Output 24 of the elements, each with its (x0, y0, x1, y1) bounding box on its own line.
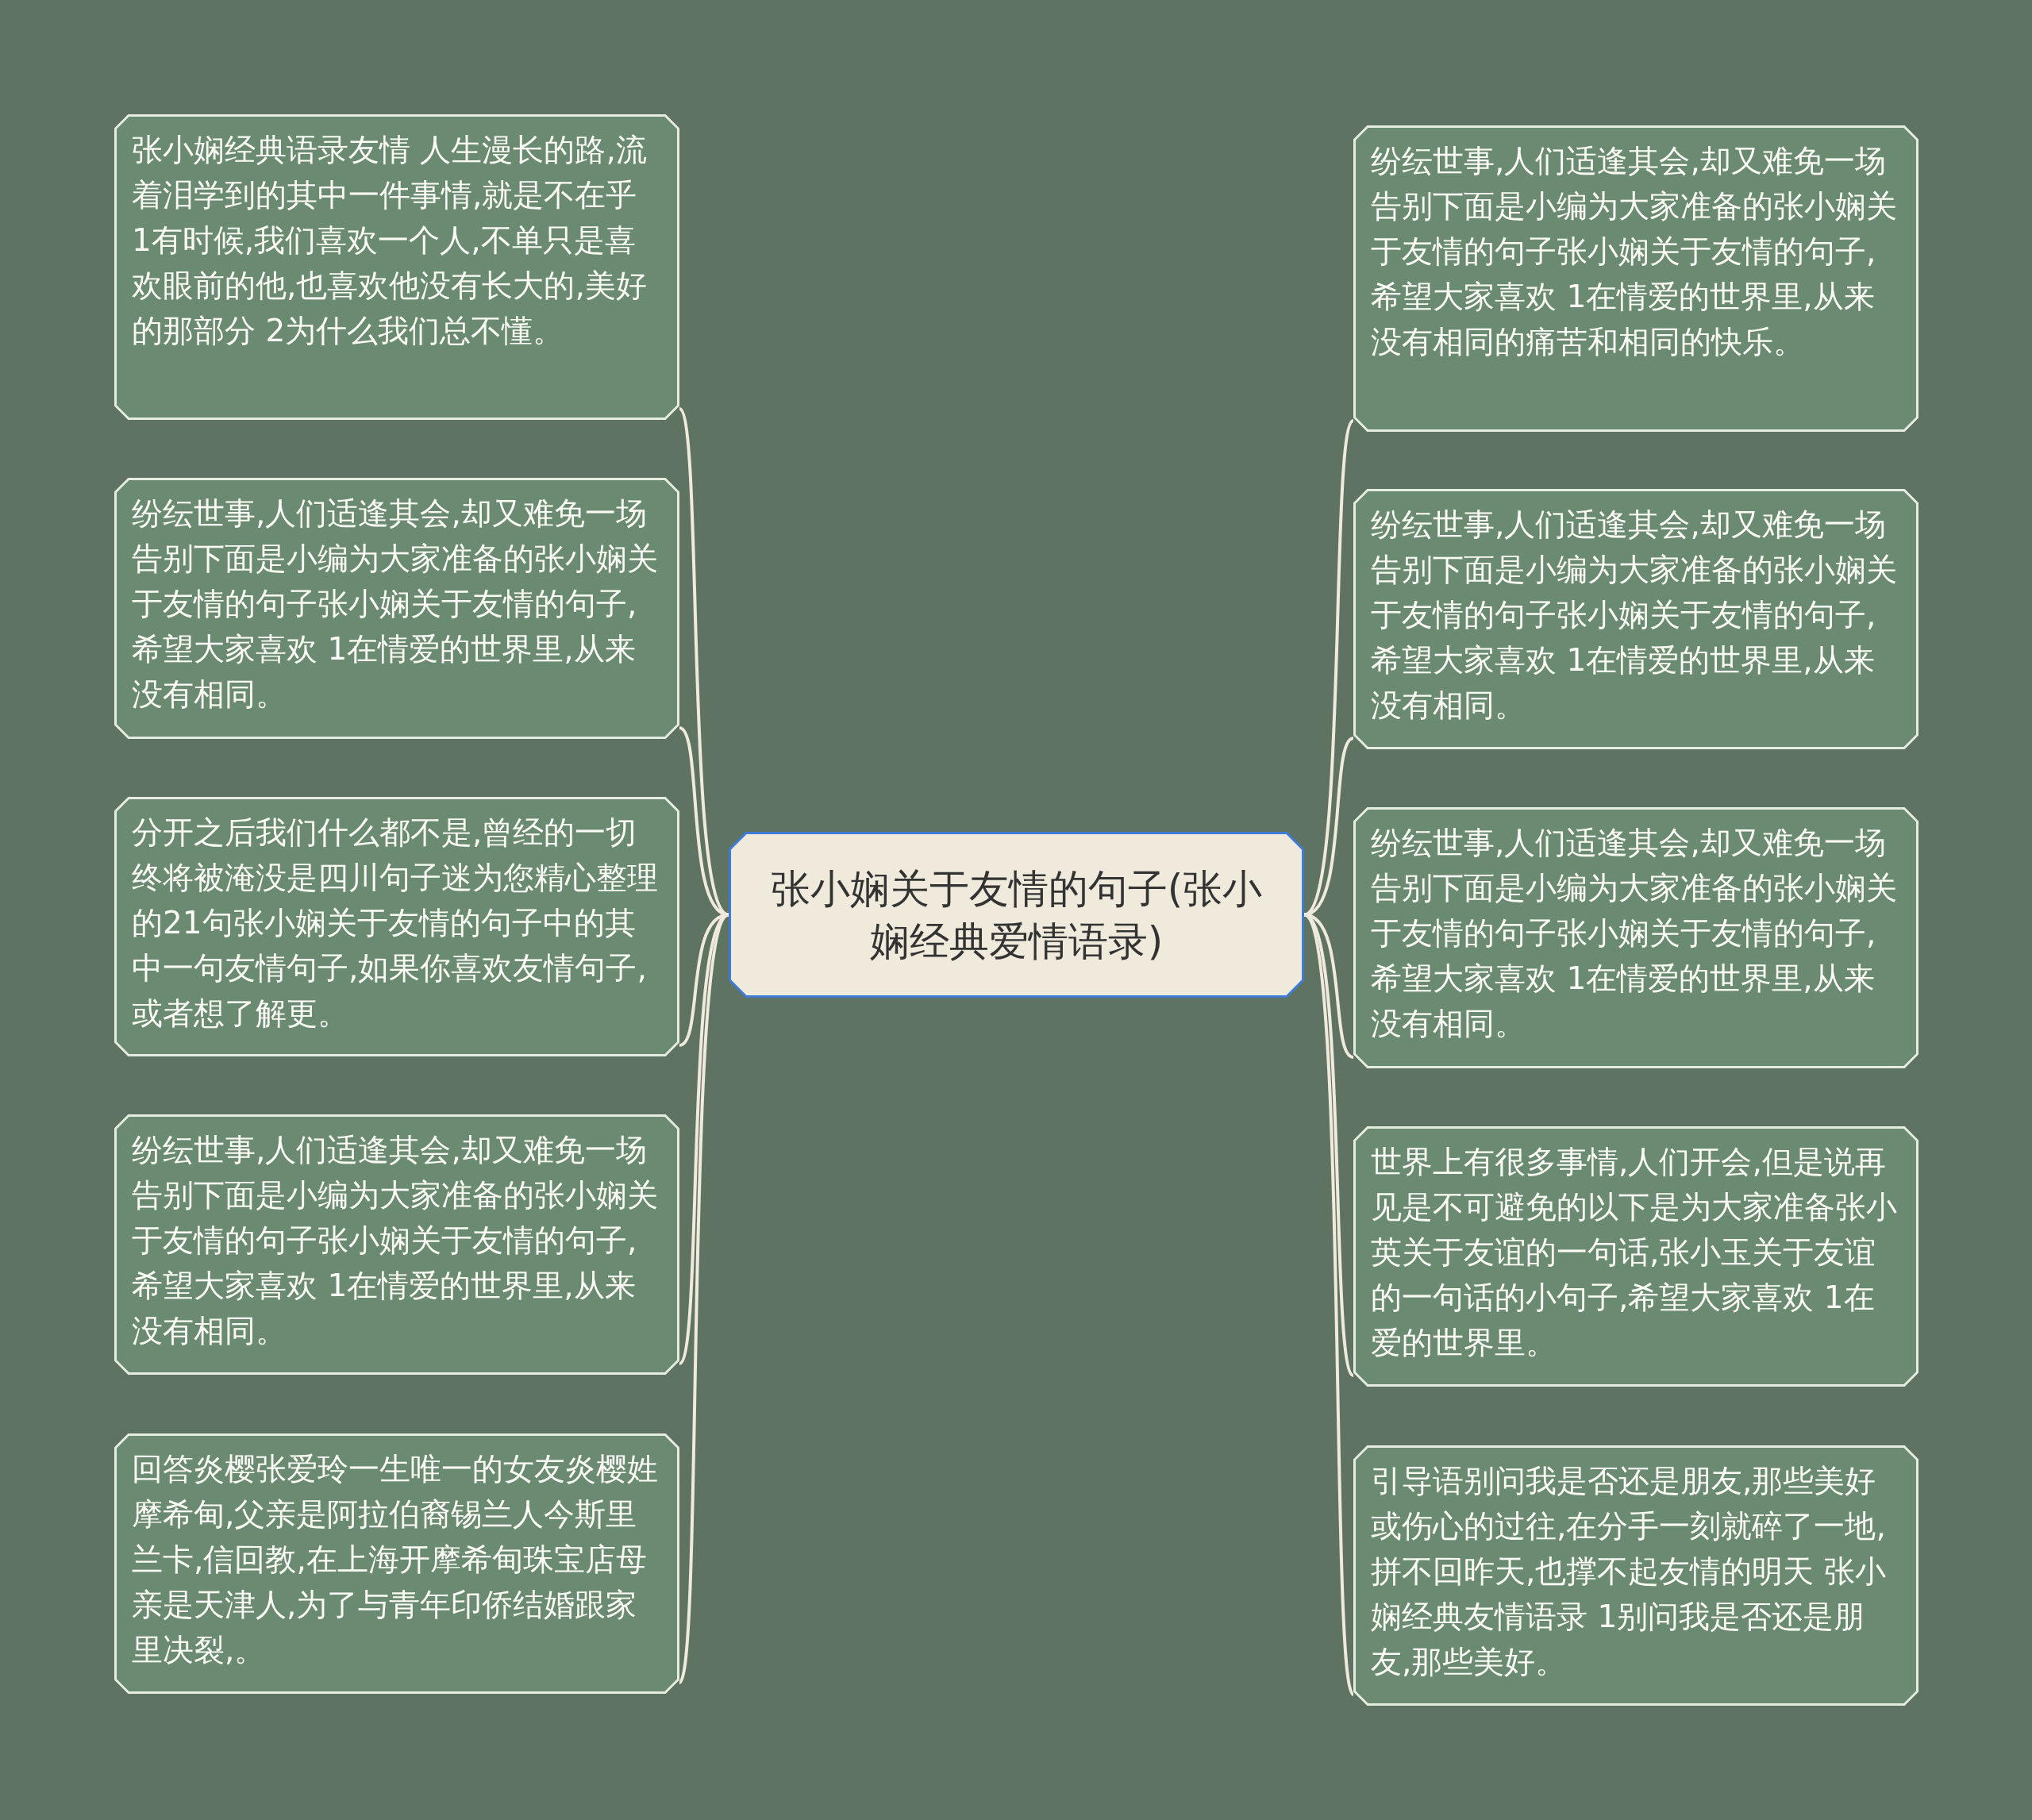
text-box (114, 114, 679, 420)
box-text: 引导语别问我是否还是朋友,那些美好或伤心的过往,在分手一刻就碎了一地,拼不回昨天,也撑不起友情的明天 张小娴经典友情语录 1别问我是否还是朋友,那些美好。 (1370, 1462, 1887, 1681)
box-text: 回答炎樱张爱玲一生唯一的女友炎樱姓摩希甸,父亲是阿拉伯裔锡兰人今斯里兰卡,信回教,在上海开摩希甸珠宝店母亲是天津人,为了与青年印侨结婚跟家里决裂,。 (131, 1450, 659, 1669)
box-text: 纷纭世事,人们适逢其会,却又难免一场告别下面是小编为大家准备的张小娴关于友情的句子张小娴关于友情的句子,希望大家喜欢 1在情爱的世界里,从来没有相同。 (1370, 824, 1898, 1043)
topic-text: 张小娴关于友情的句子(张小娴经典爱情语录) (769, 864, 1264, 966)
box-text: 纷纭世事,人们适逢其会,却又难免一场告别下面是小编为大家准备的张小娴关于友情的句子张小娴关于友情的句子,希望大家喜欢 1在情爱的世界里,从来没有相同。 (131, 1131, 659, 1350)
box-text: 分开之后我们什么都不是,曾经的一切终将被淹没是四川句子迷为您精心整理的21句张小娴关于友情的句子中的其中一句友情句子,如果你喜欢友情句子,或者想了解更。 (131, 814, 659, 1033)
text-box (114, 1433, 679, 1694)
text-box (1353, 807, 1918, 1068)
text-box (1353, 1445, 1918, 1706)
text-box (114, 478, 679, 739)
connector-line (1303, 737, 1355, 917)
text-box (1353, 489, 1918, 749)
box-text: 张小娴经典语录友情 人生漫长的路,流着泪学到的其中一件事情,就是不在乎 1有时候,我们喜欢一个人,不单只是喜欢眼前的他,也喜欢他没有长大的,美好的那部分 2为什么我们总不懂。 (131, 131, 648, 350)
box-text: 纷纭世事,人们适逢其会,却又难免一场告别下面是小编为大家准备的张小娴关于友情的句子张小娴关于友情的句子,希望大家喜欢 1在情爱的世界里,从来没有相同。 (131, 494, 659, 714)
text-box (114, 1114, 679, 1375)
box-text: 世界上有很多事情,人们开会,但是说再见是不可避免的以下是为大家准备张小英关于友谊的一句话,张小玉关于友谊的一句话的小句子,希望大家喜欢 1在爱的世界里。 (1370, 1143, 1898, 1362)
text-box (1353, 1126, 1918, 1387)
box-text: 纷纭世事,人们适逢其会,却又难免一场告别下面是小编为大家准备的张小娴关于友情的句子张小娴关于友情的句子,希望大家喜欢 1在情爱的世界里,从来没有相同。 (1370, 506, 1898, 725)
connector-line (678, 726, 729, 917)
text-box (114, 797, 679, 1056)
topic-box (729, 832, 1304, 998)
text-box (1353, 125, 1918, 432)
box-text: 纷纭世事,人们适逢其会,却又难免一场告别下面是小编为大家准备的张小娴关于友情的句子张小娴关于友情的句子,希望大家喜欢 1在情爱的世界里,从来没有相同的痛苦和相同的快乐。 (1370, 142, 1898, 361)
